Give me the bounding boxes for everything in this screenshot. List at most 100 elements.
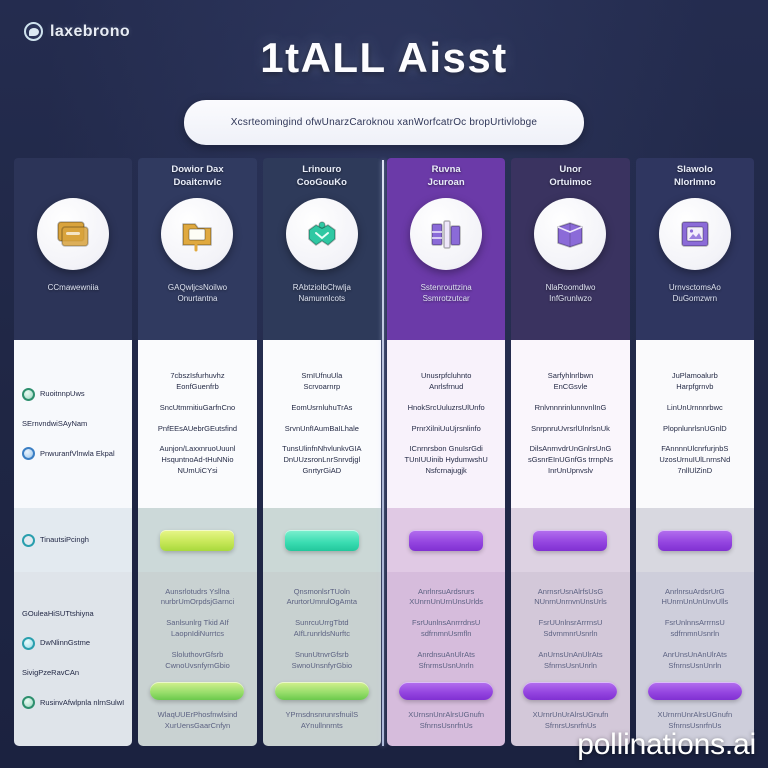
subtitle-text: Xcsrteomingind ofwUnarzCaroknou xanWorfc… xyxy=(230,117,538,128)
band-highlight xyxy=(511,508,630,572)
row-label-text: SErnvndwiSAyNam xyxy=(22,418,88,428)
value-pill-purple[interactable] xyxy=(523,681,618,700)
value-pill-purple[interactable] xyxy=(533,529,608,551)
value-pill-purple[interactable] xyxy=(409,529,484,551)
row-label-text: TinautsiPcingh xyxy=(40,534,89,544)
brand-logo[interactable]: laxebrono xyxy=(24,22,130,41)
band-highlight xyxy=(635,508,754,572)
bag-icon[interactable] xyxy=(534,198,607,270)
band-highlight xyxy=(262,508,381,572)
column-header-1: CCmawewniia xyxy=(14,158,133,340)
value-pill-lime[interactable] xyxy=(160,529,235,551)
row-label-text: RuoitnnpUws xyxy=(40,389,85,399)
table-cell: LinUnUrnnnrbwc xyxy=(666,402,723,412)
table-cell: HnokSrcUuluzrsUlUnfo xyxy=(407,402,485,412)
row-label[interactable]: SErnvndwiSAyNam xyxy=(22,419,126,429)
table-cell: PrnrXilniUuUjrsnlinfo xyxy=(411,423,481,433)
row-label-text: PnwuranfVlnwla Ekpal xyxy=(40,448,115,458)
row-label[interactable]: SivigPzeRavCAn xyxy=(22,668,126,678)
row-label[interactable]: PnwuranfVlnwla Ekpal xyxy=(22,447,126,461)
band-highlight xyxy=(387,508,506,572)
value-pill-purple[interactable] xyxy=(647,681,742,700)
band-highlight xyxy=(138,508,257,572)
row-label[interactable]: RuoitnnpUws xyxy=(22,387,126,401)
status-dot-icon xyxy=(22,533,35,547)
column-caption: CCmawewniia xyxy=(47,283,99,292)
page-title-block: 1tALL Aisst xyxy=(0,34,768,82)
page-title: 1tALL Aisst xyxy=(260,34,508,81)
table-cell: SncUtmrnitiuGarfnCno xyxy=(159,402,236,412)
row-label[interactable]: RusinvAfwlpnla nlrnSulwI xyxy=(22,696,126,710)
value-pill-green[interactable] xyxy=(150,681,245,700)
table-cell: PlopnlunrlsnUGnlD xyxy=(662,423,727,433)
table-cell: RnlvnnnrinlunnvnlInG xyxy=(534,402,607,412)
value-pill-purple[interactable] xyxy=(399,681,494,700)
section-divider xyxy=(382,160,384,746)
row-label[interactable]: DwNlinnGstme xyxy=(22,637,126,650)
row-label[interactable]: TinautsiPcingh xyxy=(22,533,126,547)
row-label-text: DwNlinnGstme xyxy=(40,638,91,648)
handshake-icon[interactable] xyxy=(285,198,358,270)
picture-frame-icon[interactable] xyxy=(658,198,731,270)
table-cell: EomUsrnluhuTrAs xyxy=(291,402,353,412)
subtitle-banner: Xcsrteomingind ofwUnarzCaroknou xanWorfc… xyxy=(184,100,584,145)
value-pill-teal[interactable] xyxy=(284,529,359,551)
row-label[interactable]: GOuleaHiSUTtshiyna xyxy=(22,609,126,619)
open-folder-icon[interactable] xyxy=(161,198,234,270)
status-dot-icon xyxy=(22,696,35,710)
circular-leaf-logo-icon xyxy=(24,22,43,41)
value-pill-purple[interactable] xyxy=(657,529,732,551)
watermark: pollinations.ai xyxy=(577,728,756,761)
folder-stack-icon[interactable] xyxy=(37,198,110,270)
value-pill-green[interactable] xyxy=(274,681,369,700)
books-shelf-icon[interactable] xyxy=(410,198,483,270)
brand-name: laxebrono xyxy=(50,22,131,40)
table-cell: SrvnUnfIAumBaILhale xyxy=(284,423,359,433)
table-cell: PnfEEsAUebrGEutsfind xyxy=(157,423,238,433)
